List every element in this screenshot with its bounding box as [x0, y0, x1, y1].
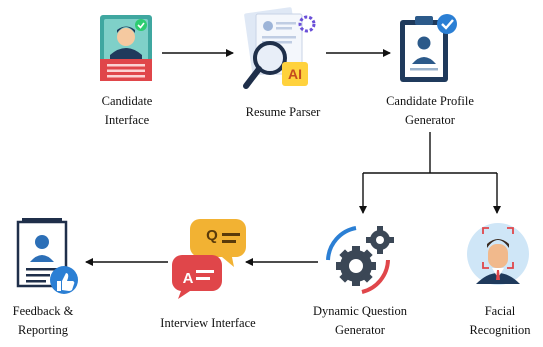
feedback-reporting-label: Feedback & Reporting — [12, 304, 74, 337]
candidate-card-icon — [100, 15, 152, 81]
gears-cycle-icon — [326, 226, 394, 294]
resume-parser-label: Resume Parser — [245, 105, 321, 119]
candidate-interface-label: Candidate Interface — [101, 94, 153, 127]
qa-speech-bubbles-icon — [171, 219, 246, 299]
profile-generator-label: Candidate Profile Generator — [386, 94, 474, 127]
ai-badge-text: AI — [288, 66, 302, 82]
facial-recognition-label: Facial Recognition — [469, 304, 531, 337]
resume-magnifier-ai-icon — [243, 7, 316, 89]
face-scan-icon — [467, 223, 529, 285]
answer-bubble-letter: A — [183, 270, 194, 287]
report-thumbs-up-icon — [16, 218, 78, 294]
edge-profile-branch — [359, 132, 501, 214]
question-generator-label: Dynamic Question Generator — [312, 304, 408, 337]
question-bubble-letter: Q — [206, 227, 218, 244]
interview-interface-label: Interview Interface — [160, 316, 256, 330]
profile-clipboard-check-icon — [400, 14, 457, 82]
